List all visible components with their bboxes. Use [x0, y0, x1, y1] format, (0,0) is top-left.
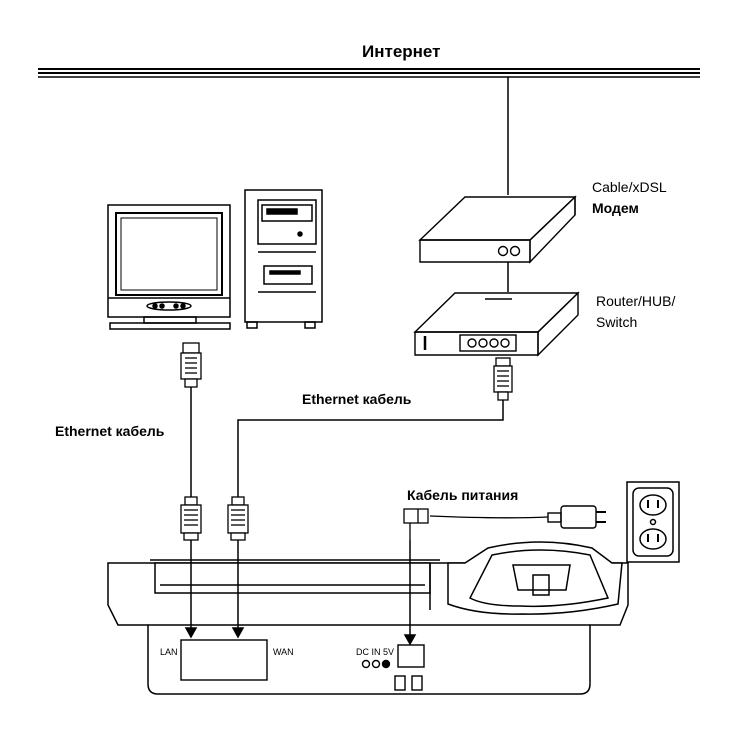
power-cable-label: Кабель питания — [407, 487, 519, 503]
internet-label: Интернет — [362, 42, 441, 61]
rj45-connector-wan — [227, 496, 249, 541]
internet-backbone-line — [38, 68, 700, 78]
power-adapter — [547, 505, 606, 529]
ethernet-cable-right — [237, 400, 504, 497]
handset-cradle — [447, 541, 623, 615]
arrow-to-wan-port — [231, 540, 245, 639]
rj45-connector-lan — [180, 496, 202, 541]
modem-label-line1: Cable/xDSL — [592, 179, 667, 195]
ethernet-cable-label-left: Ethernet кабель — [55, 423, 165, 439]
rj45-connector-pc — [180, 342, 202, 388]
arrow-to-dc-port — [403, 540, 417, 646]
ethernet-cable-label-right: Ethernet кабель — [302, 391, 412, 407]
router-hub-switch-device — [413, 291, 580, 357]
wan-port-label: WAN — [273, 647, 294, 657]
rj45-connector-router — [493, 357, 513, 401]
modem-label-line2: Модем — [592, 200, 639, 216]
power-cable — [429, 515, 549, 519]
dc-in-port-label: DC IN 5V — [356, 647, 395, 657]
computer-monitor — [107, 204, 231, 330]
power-plug-dc — [403, 508, 429, 540]
arrow-to-lan-port — [184, 540, 198, 639]
lan-port-label: LAN — [160, 647, 178, 657]
phone-port-panel — [180, 639, 425, 691]
modem-device — [418, 195, 577, 264]
computer-tower — [244, 189, 323, 329]
router-label-line1: Router/HUB/ — [596, 293, 676, 309]
router-label-line2: Switch — [596, 314, 638, 330]
wall-outlet — [626, 481, 680, 563]
